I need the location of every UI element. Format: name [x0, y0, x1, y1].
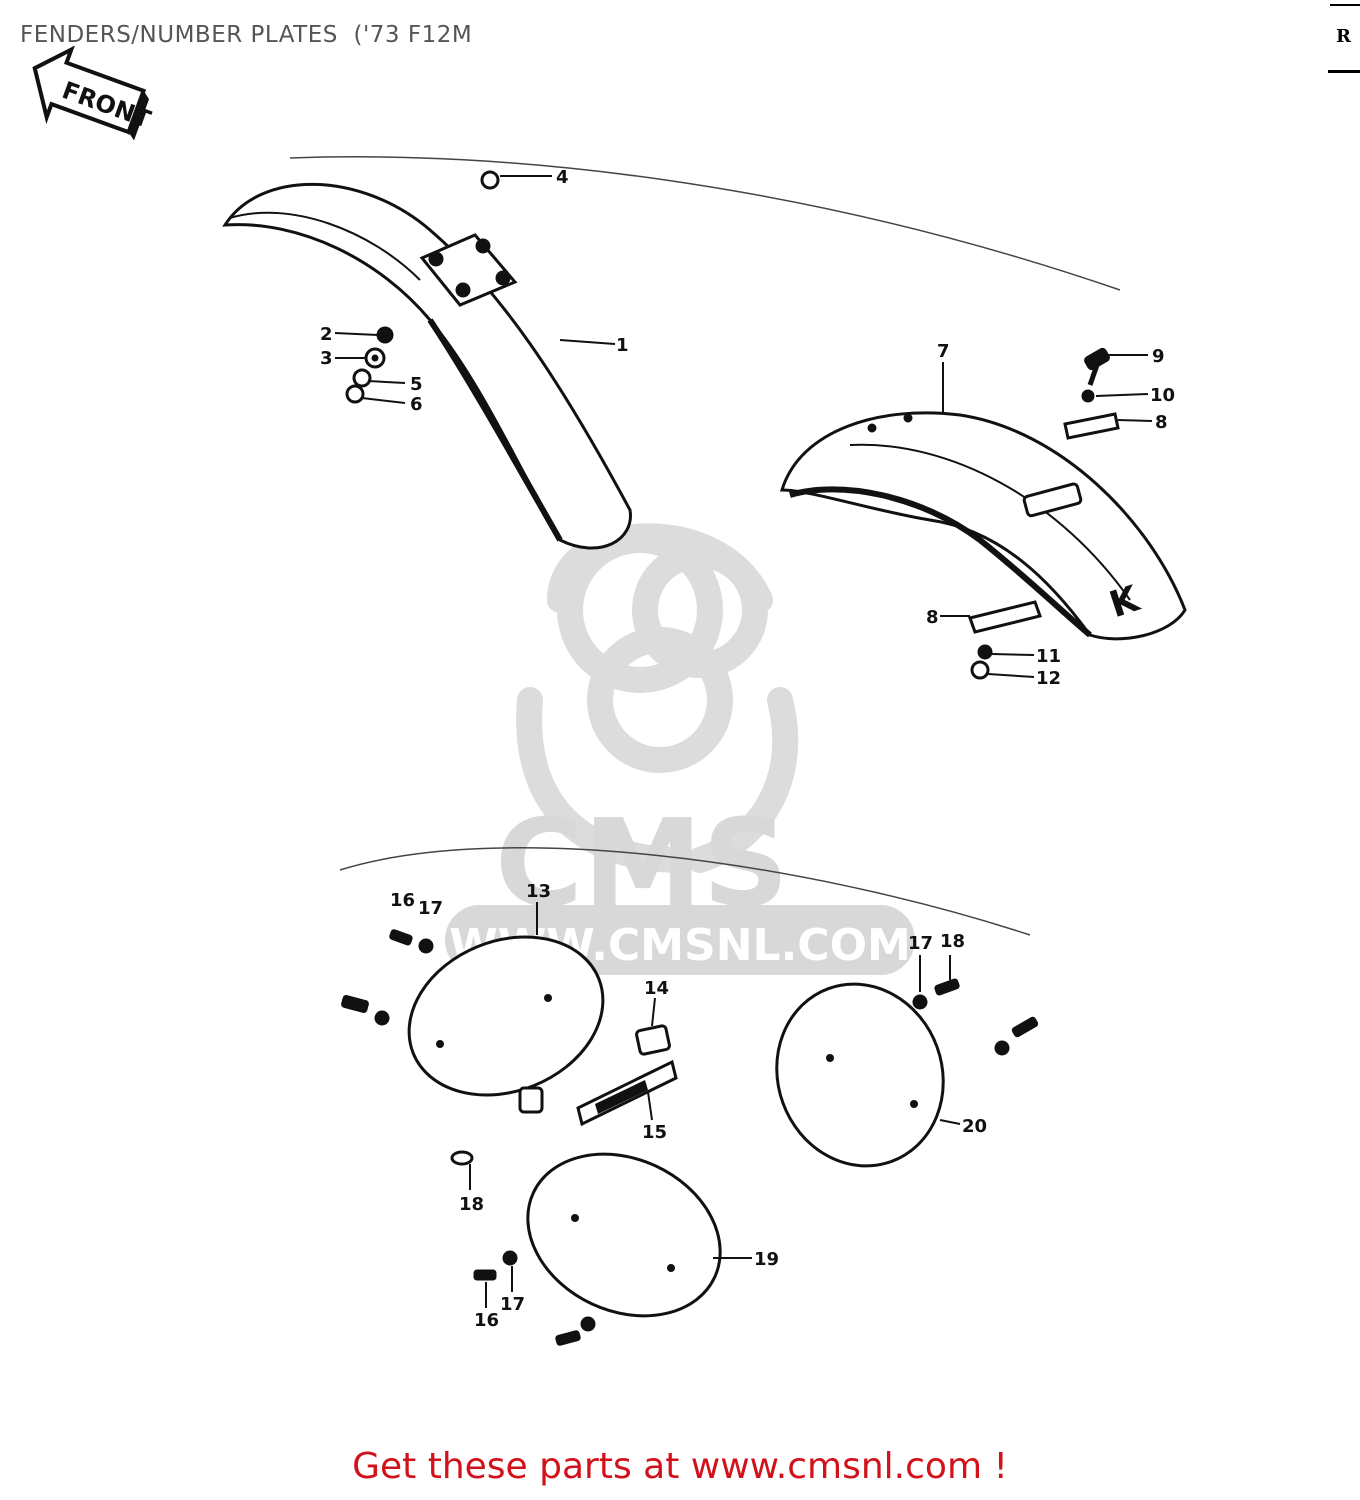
rear-fender: K: [779, 411, 1187, 641]
corner-rule-bottom: [1328, 70, 1360, 73]
number-plate-19: [526, 1152, 722, 1318]
watermark: CMS WWW.CMSNL.COM: [445, 523, 915, 975]
parts-diagram: CMS WWW.CMSNL.COM FRONT K: [32, 45, 1187, 1346]
contour-line-top: [289, 156, 1121, 291]
callout-18-lower: 18: [459, 1194, 484, 1215]
footer-cta: Get these parts at www.cmsnl.com !: [352, 1446, 1008, 1487]
callout-1: 1: [616, 335, 629, 356]
callout-9: 9: [1152, 346, 1165, 367]
callout-8-upper: 8: [1155, 412, 1168, 433]
callout-10: 10: [1150, 385, 1175, 406]
watermark-mascot: [516, 523, 799, 873]
callout-16-upper: 16: [390, 890, 415, 911]
callout-2: 2: [320, 324, 333, 345]
callout-20: 20: [962, 1116, 987, 1137]
callout-17-right: 17: [908, 933, 933, 954]
callout-11: 11: [1036, 646, 1061, 667]
callout-14: 14: [644, 978, 669, 999]
callout-8-lower: 8: [926, 607, 939, 628]
front-fender: [222, 182, 632, 550]
page-title: FENDERS/NUMBER PLATES ('73 F12M: [20, 22, 473, 48]
corner-label: R: [1336, 26, 1351, 47]
callout-labels: 1 2 3 4 5 6 7 8 8 9 10 11 12 13 14 15 16…: [320, 167, 1175, 1331]
leader-lines: [334, 175, 1153, 1308]
callout-18-right: 18: [940, 931, 965, 952]
callout-12: 12: [1036, 668, 1061, 689]
front-arrow: FRONT: [32, 45, 155, 141]
callout-16-lower: 16: [474, 1310, 499, 1331]
callout-17-upper-left: 17: [418, 898, 443, 919]
callout-19: 19: [754, 1249, 779, 1270]
callout-7: 7: [937, 341, 950, 362]
number-plate-13: [407, 935, 605, 1097]
corner-rule-top: [1330, 4, 1360, 6]
callout-4: 4: [556, 167, 569, 188]
callout-13: 13: [526, 881, 551, 902]
callout-17-lower: 17: [500, 1294, 525, 1315]
number-plate-20: [775, 982, 945, 1168]
contour-line-bottom: [339, 847, 1031, 936]
callout-15: 15: [642, 1122, 667, 1143]
callout-5: 5: [410, 374, 423, 395]
hardware: [341, 170, 1120, 1346]
plate-clamp-14: [518, 1024, 671, 1114]
callout-6: 6: [410, 394, 423, 415]
callout-3: 3: [320, 348, 333, 369]
plate-bracket-15: [576, 1059, 678, 1127]
